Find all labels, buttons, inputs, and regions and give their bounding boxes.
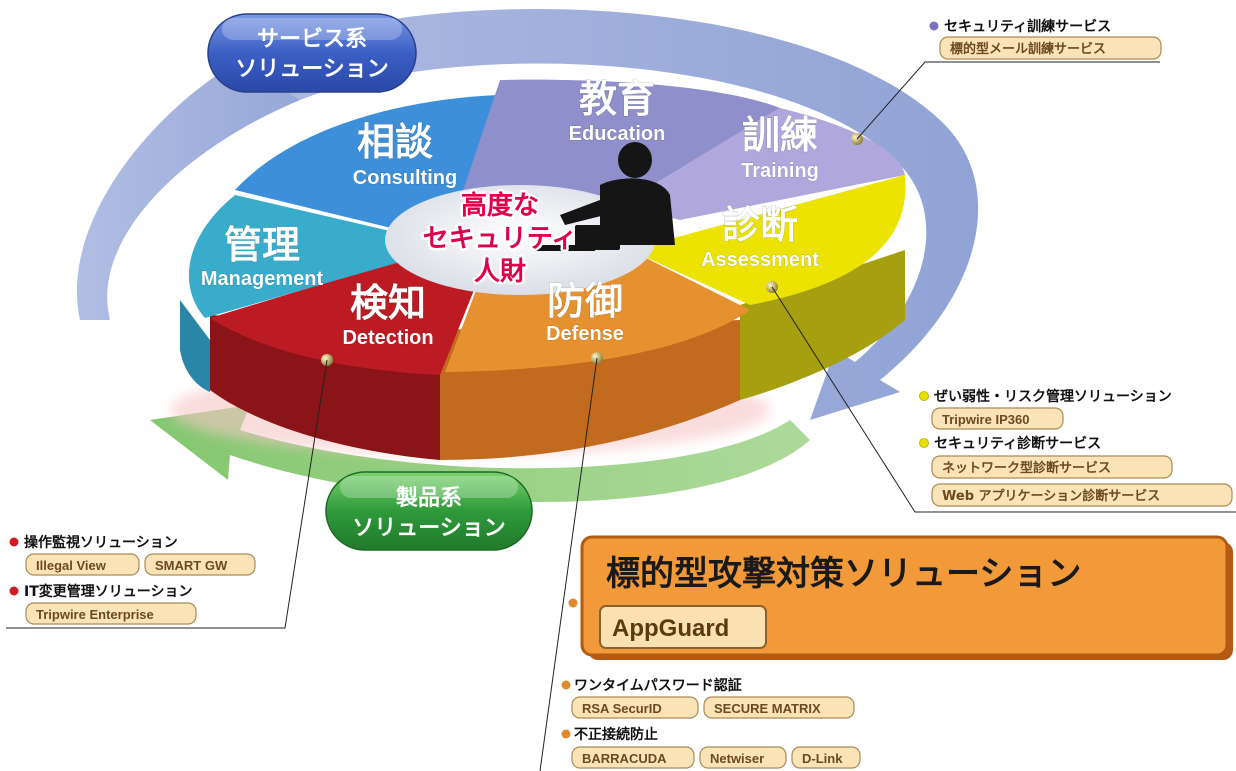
callout-assessment-title2: セキュリティ診断サービス [934, 435, 1101, 452]
callout-defense-title2: 不正接続防止 [574, 726, 658, 743]
segment-assessment [630, 175, 906, 305]
callout-detection-title1: 操作監視ソリューション [24, 534, 178, 551]
tag-tripwire-ip360: Tripwire IP360 [942, 412, 1029, 427]
label-detection-ja: 検知 [350, 281, 426, 325]
tag-smart-gw: SMART GW [155, 558, 228, 573]
center-title-line3: 人財 [474, 257, 526, 287]
label-detection-en: Detection [342, 327, 433, 349]
segment-training [620, 108, 905, 220]
label-education-en: Education [569, 123, 666, 145]
tag-illegal-view: Illegal View [36, 558, 107, 573]
callout-defense-highlight: 標的型攻撃対策ソリューション AppGuard [568, 535, 1233, 660]
segment-education [460, 79, 780, 205]
tag-d-link: D-Link [802, 751, 843, 766]
callout-defense-title1: ワンタイムパスワード認証 [574, 677, 742, 694]
callout-assessment-title1: ぜい弱性・リスク管理ソリューション [934, 388, 1172, 405]
tag-secure-matrix: SECURE MATRIX [714, 701, 821, 716]
person-at-computer-icon [535, 142, 675, 251]
label-education-ja: 教育 [579, 77, 655, 121]
tag-tripwire-enterprise: Tripwire Enterprise [36, 607, 154, 622]
label-assessment-en: Assessment [701, 249, 819, 271]
highlight-title: 標的型攻撃対策ソリューション [606, 554, 1081, 594]
product-cycle-arrow [150, 405, 810, 503]
tag-phishing-drill: 標的型メール訓練サービス [950, 41, 1106, 57]
segment-labels: 教育 Education 訓練 Training 診断 Assessment 防… [201, 77, 820, 350]
service-pill: サービス系 ソリューション [207, 13, 417, 93]
segment-detection [210, 250, 480, 375]
callout-training: セキュリティ訓練サービス 標的型メール訓練サービス [929, 18, 1162, 60]
product-pill: 製品系 ソリューション [325, 471, 533, 551]
tag-appguard: AppGuard [612, 615, 729, 642]
center-hub: 高度な セキュリティ 人財 [385, 142, 675, 295]
label-management-ja: 管理 [224, 223, 300, 267]
label-defense-en: Defense [546, 323, 624, 345]
label-consulting-en: Consulting [353, 167, 457, 189]
label-consulting-ja: 相談 [357, 120, 433, 164]
center-title-line1: 高度な [461, 190, 539, 221]
callout-defense: ワンタイムパスワード認証 RSA SecurID SECURE MATRIX 不… [561, 677, 861, 769]
center-title-line2: セキュリティ [423, 224, 577, 254]
leader-lines [6, 61, 1236, 771]
label-management-en: Management [201, 268, 324, 290]
segment-management [188, 195, 420, 318]
callout-detection-title2: IT変更管理ソリューション [24, 583, 192, 600]
callout-training-title: セキュリティ訓練サービス [944, 18, 1111, 35]
tag-network-assessment: ネットワーク型診断サービス [942, 460, 1111, 476]
callout-assessment: ぜい弱性・リスク管理ソリューション Tripwire IP360 セキュリティ診… [919, 388, 1233, 507]
product-pill-line1: 製品系 [395, 485, 462, 511]
label-training-ja: 訓練 [742, 113, 818, 157]
product-pill-line2: ソリューション [352, 516, 506, 541]
service-pill-line1: サービス系 [257, 27, 367, 52]
tag-netwiser: Netwiser [710, 751, 764, 766]
label-training-en: Training [741, 160, 819, 182]
tag-barracuda: BARRACUDA [582, 751, 667, 766]
tag-rsa-securid: RSA SecurID [582, 701, 662, 716]
service-pill-line2: ソリューション [235, 57, 389, 82]
tag-web-app-assessment: Web アプリケーション診断サービス [942, 488, 1160, 504]
label-assessment-ja: 診断 [722, 203, 798, 247]
callout-detection: 操作監視ソリューション Illegal View SMART GW IT変更管理… [9, 534, 256, 625]
label-defense-ja: 防御 [547, 279, 623, 323]
